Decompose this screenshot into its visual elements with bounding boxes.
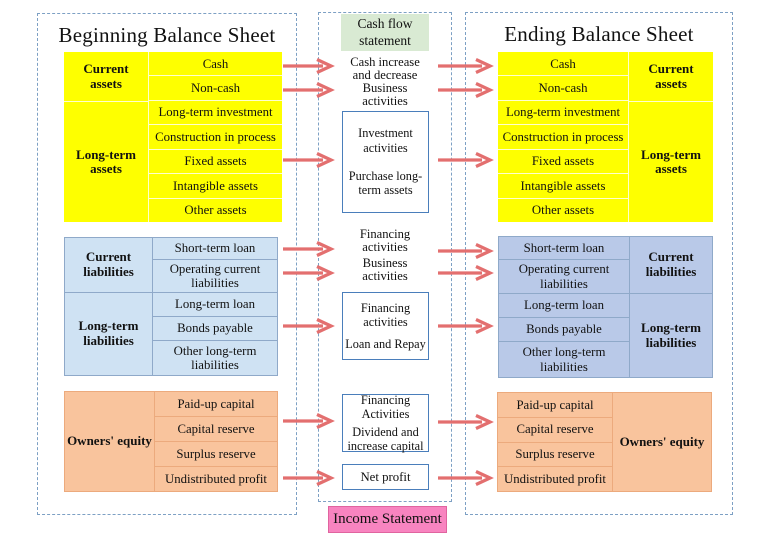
net-profit-text: Net profit — [360, 469, 411, 484]
owners-equity-label: Owners' equity — [67, 433, 152, 449]
arrow-flow-to-operating-liabilities — [438, 265, 494, 281]
table-row: Bonds payable — [153, 317, 277, 341]
loan-and-repay-text: Loan and Repay — [345, 336, 426, 351]
beginning-balance-sheet-panel — [37, 13, 297, 515]
arrow-short-term-loan-to-flow — [283, 241, 335, 257]
table-row: Capital reserve — [498, 418, 612, 443]
arrow-operating-liabilities-to-flow — [283, 265, 335, 281]
table-row: Construction in process — [149, 125, 282, 150]
table-row: Other assets — [184, 203, 247, 218]
dividend-increase-capital-text: Dividend and increase capital — [347, 424, 424, 453]
arrow-flow-to-noncash — [438, 82, 494, 98]
table-row: Long-term investment — [498, 101, 628, 126]
table-row: Cash — [498, 52, 628, 77]
dividend-box: Financing Activities Dividend and increa… — [342, 392, 429, 453]
current-assets-label: Current assets — [629, 52, 713, 103]
equity-category-column: Owners' equity — [65, 392, 155, 491]
table-row: Intangible assets — [149, 174, 282, 199]
liabilities-category-column: Current liabilities Long-term liabilitie… — [65, 238, 153, 375]
net-profit-box: Net profit — [342, 464, 429, 490]
purchase-long-term-assets-text: Purchase long-term assets — [348, 169, 423, 198]
liabilities-items-column: Short-term loan Operating current liabil… — [153, 238, 277, 375]
financing-activities-text: Financing Activities — [360, 392, 411, 422]
arrow-noncash-to-flow — [283, 82, 335, 98]
equity-items-column: Paid-up capital Capital reserve Surplus … — [155, 392, 277, 491]
owners-equity-label: Owners' equity — [619, 433, 705, 449]
current-liabilities-label: Current liabilities — [630, 237, 712, 294]
cash-flow-statement-header: Cash flow statement — [341, 14, 429, 51]
flow-financing-activities: Financing activities — [359, 227, 411, 255]
table-row: Long-term loan — [153, 293, 277, 317]
long-term-liabilities-label: Long-term liabilities — [78, 318, 139, 348]
table-row: Surplus reserve — [155, 442, 277, 467]
arrow-flow-to-bonds-payable — [438, 318, 494, 334]
table-row: Fixed assets — [149, 150, 282, 175]
ending-balance-sheet-title: Ending Balance Sheet — [504, 22, 694, 46]
table-row: Non-cash — [498, 76, 628, 101]
assets-items-column: Cash Non-cash Long-term investment Const… — [498, 52, 628, 222]
investment-activities-text: Investment activities — [358, 126, 413, 155]
assets-category-column: Current assets Long-term assets — [64, 52, 149, 222]
table-row: Long-term loan — [499, 294, 629, 318]
flow-business-activities-top: Business activities — [362, 81, 408, 109]
beginning-liabilities-table: Current liabilities Long-term liabilitie… — [64, 237, 278, 376]
ending-equity-table: Paid-up capital Capital reserve Surplus … — [497, 392, 712, 492]
table-row: Bonds payable — [499, 318, 629, 342]
arrow-capital-reserve-to-flow — [283, 413, 335, 429]
table-row: Capital reserve — [155, 417, 277, 442]
arrow-flow-to-undistributed-profit — [438, 470, 494, 486]
ending-assets-table: Cash Non-cash Long-term investment Const… — [498, 52, 713, 222]
flow-cash-increase-decrease: Cash increase and decrease — [350, 55, 420, 83]
equity-category-column: Owners' equity — [612, 393, 711, 491]
arrow-flow-to-short-term-loan — [438, 243, 494, 259]
beginning-equity-table: Owners' equity Paid-up capital Capital r… — [64, 391, 278, 492]
long-term-assets-label: Long-term assets — [641, 146, 701, 177]
arrow-cash-to-flow — [283, 58, 335, 74]
arrow-flow-to-cash — [438, 58, 494, 74]
table-row: Undistributed profit — [164, 471, 267, 486]
table-row: Operating current liabilities — [153, 260, 277, 293]
table-row: Intangible assets — [498, 174, 628, 199]
financing-activities-text: Financing activities — [360, 300, 411, 330]
table-row: Cash — [149, 52, 282, 77]
table-row: Surplus reserve — [498, 443, 612, 468]
table-row: Non-cash — [149, 76, 282, 101]
table-row: Short-term loan — [499, 237, 629, 260]
table-row: Fixed assets — [498, 150, 628, 175]
ending-liabilities-table: Short-term loan Operating current liabil… — [498, 236, 713, 378]
table-row: Construction in process — [498, 125, 628, 150]
flow-business-activities-mid: Business activities — [362, 256, 408, 284]
loan-and-repay-box: Financing activities Loan and Repay — [342, 292, 429, 360]
table-row: Operating current liabilities — [499, 260, 629, 294]
investment-activities-box: Investment activities Purchase long-term… — [342, 111, 429, 213]
table-row: Paid-up capital — [498, 393, 612, 418]
liabilities-items-column: Short-term loan Operating current liabil… — [499, 237, 629, 377]
table-row: Long-term investment — [149, 101, 282, 126]
table-row: Paid-up capital — [155, 392, 277, 417]
beginning-assets-table: Current assets Long-term assets Cash Non… — [64, 52, 282, 222]
long-term-liabilities-label: Long-term liabilities — [641, 319, 701, 350]
table-row: Short-term loan — [153, 238, 277, 260]
arrow-fixed-assets-to-flow — [283, 152, 335, 168]
table-row: Other long-term liabilities — [173, 343, 257, 372]
beginning-balance-sheet-title: Beginning Balance Sheet — [58, 23, 276, 47]
current-liabilities-label: Current liabilities — [65, 238, 152, 293]
ending-balance-sheet-panel — [465, 12, 733, 515]
liabilities-category-column: Current liabilities Long-term liabilitie… — [629, 237, 712, 377]
table-row: Other assets — [531, 203, 595, 218]
table-row: Other long-term liabilities — [522, 345, 606, 374]
assets-items-column: Cash Non-cash Long-term investment Const… — [149, 52, 282, 222]
arrow-flow-to-fixed-assets — [438, 152, 494, 168]
income-statement-footer: Income Statement — [328, 506, 447, 533]
assets-category-column: Current assets Long-term assets — [628, 52, 713, 222]
arrow-bonds-payable-to-flow — [283, 318, 335, 334]
cash-flow-statement-panel — [318, 12, 452, 502]
table-row: Undistributed profit — [503, 471, 606, 486]
arrow-undistributed-profit-to-flow — [283, 470, 335, 486]
equity-items-column: Paid-up capital Capital reserve Surplus … — [498, 393, 612, 491]
arrow-flow-to-capital-reserve — [438, 414, 494, 430]
current-assets-label: Current assets — [64, 52, 148, 103]
long-term-assets-label: Long-term assets — [76, 146, 136, 177]
